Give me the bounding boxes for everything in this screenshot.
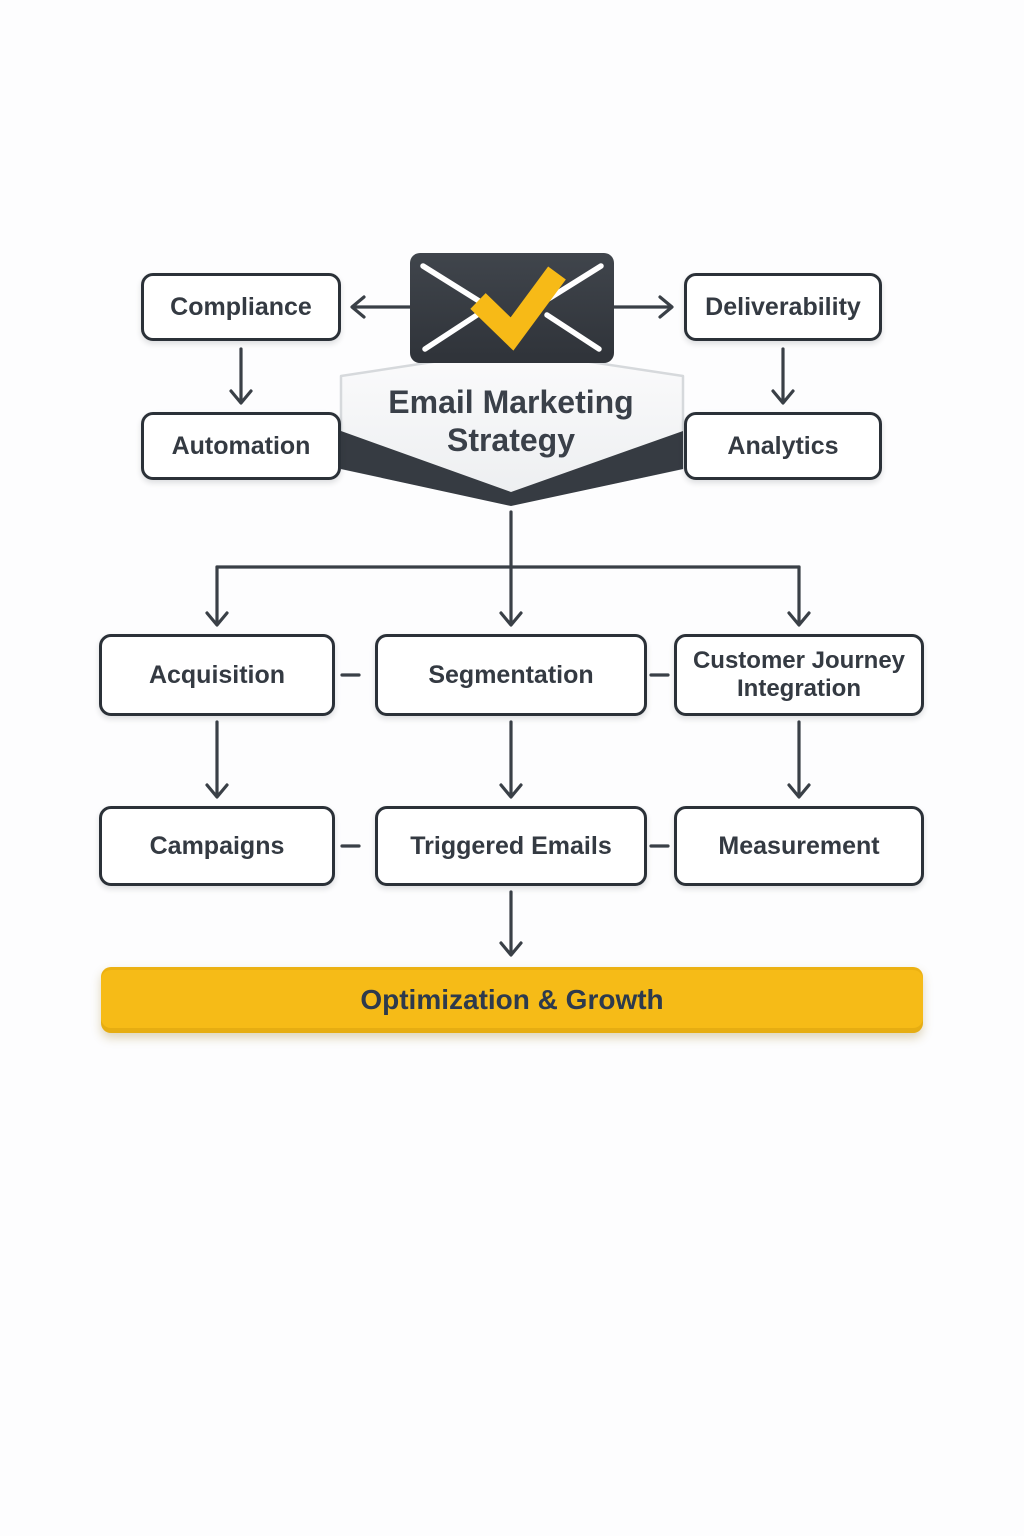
- arrow-to-acquisition: [205, 565, 229, 627]
- arrow-acquisition-campaigns: [205, 720, 229, 799]
- arrow-to-deliverability: [612, 295, 674, 319]
- chevron-ribbon: [341, 431, 683, 506]
- arrow-to-segmentation: [499, 565, 523, 627]
- node-compliance-label: Compliance: [170, 292, 312, 321]
- checkmark-icon: [470, 266, 566, 351]
- node-automation: Automation: [141, 412, 341, 480]
- arrow-to-optimization: [499, 890, 523, 957]
- node-segmentation: Segmentation: [375, 634, 647, 716]
- node-segmentation-label: Segmentation: [428, 660, 594, 689]
- node-customer-journey-integration: Customer Journey Integration: [674, 634, 924, 716]
- node-compliance: Compliance: [141, 273, 341, 341]
- arrow-segmentation-triggered: [499, 720, 523, 799]
- optimization-growth-label: Optimization & Growth: [360, 984, 664, 1015]
- node-deliverability: Deliverability: [684, 273, 882, 341]
- node-analytics-label: Analytics: [727, 431, 839, 460]
- arrow-journey-measurement: [787, 720, 811, 799]
- node-acquisition-label: Acquisition: [148, 660, 286, 689]
- node-measurement: Measurement: [674, 806, 924, 886]
- node-analytics: Analytics: [684, 412, 882, 480]
- arrow-to-customer-journey: [787, 565, 811, 627]
- envelope-check-icon: [410, 253, 614, 363]
- arrow-to-compliance: [350, 295, 412, 319]
- node-triggered-emails-label: Triggered Emails: [410, 831, 612, 860]
- arrow-compliance-automation: [229, 347, 253, 405]
- arrow-deliverability-analytics: [771, 347, 795, 405]
- diagram-title: Email Marketing Strategy: [388, 384, 634, 459]
- node-measurement-label: Measurement: [718, 831, 880, 860]
- node-deliverability-label: Deliverability: [705, 292, 861, 321]
- node-triggered-emails: Triggered Emails: [375, 806, 647, 886]
- connector-lines: [205, 295, 811, 957]
- node-optimization-growth: Optimization & Growth: [101, 967, 923, 1033]
- node-customer-journey-label: Customer Journey Integration: [692, 647, 906, 702]
- node-acquisition: Acquisition: [99, 634, 335, 716]
- node-automation-label: Automation: [171, 431, 311, 460]
- node-campaigns: Campaigns: [99, 806, 335, 886]
- node-campaigns-label: Campaigns: [149, 831, 285, 860]
